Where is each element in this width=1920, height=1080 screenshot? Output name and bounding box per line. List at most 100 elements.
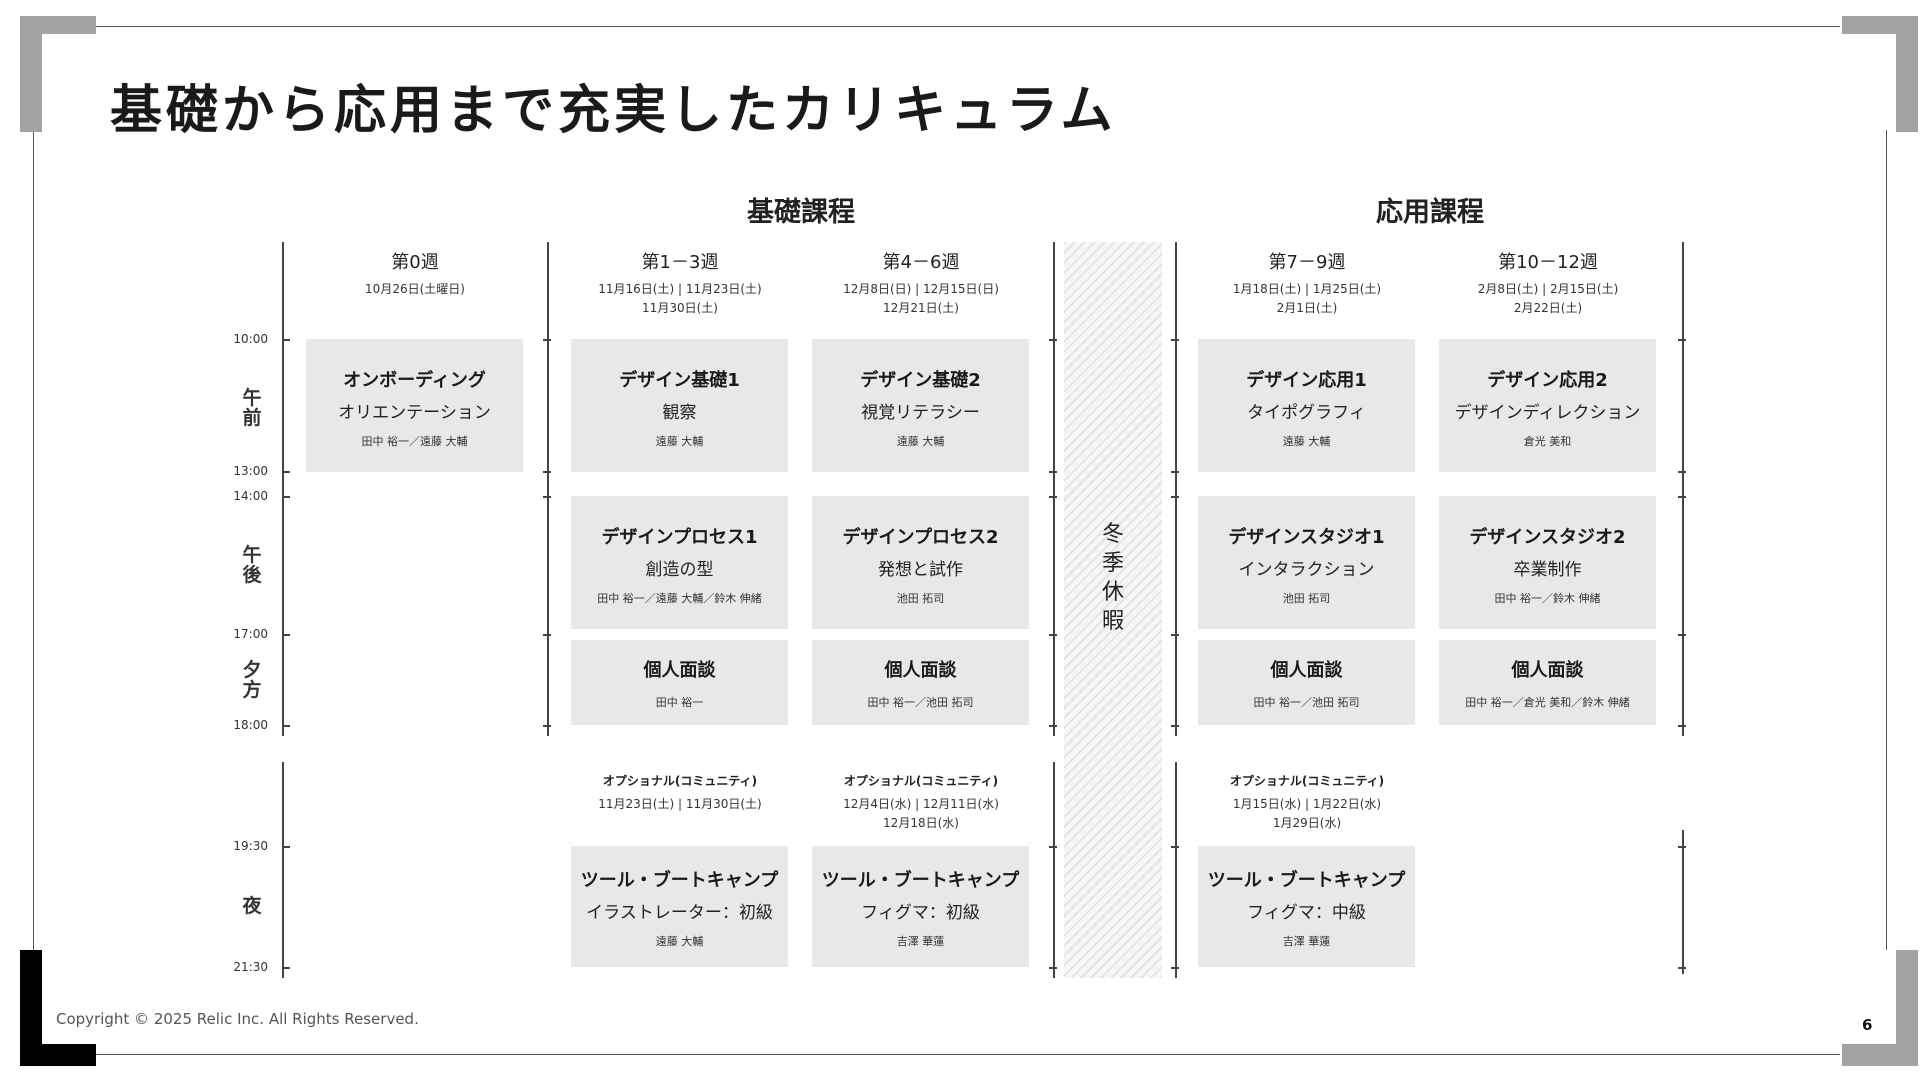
session-title: デザインスタジオ1 (1228, 527, 1385, 548)
session-card-design-basics-2[interactable]: デザイン基礎2 視覚リテラシー 遠藤 大輔 (812, 339, 1029, 472)
page-number: 6 (1862, 1016, 1873, 1034)
tick (1171, 496, 1179, 498)
week-dates: 10月26日(土曜日) (365, 282, 465, 296)
tick (1678, 967, 1686, 969)
tick (1678, 496, 1686, 498)
session-card-design-process-1[interactable]: デザインプロセス1 創造の型 田中 裕一／遠藤 大輔／鈴木 伸緒 (571, 496, 788, 629)
time-label-1400: 14:00 (233, 489, 268, 503)
session-subtitle: 卒業制作 (1513, 560, 1582, 580)
frame-right-line (1886, 130, 1887, 950)
week-dates: 2月8日(土) | 2月15日(土) (1477, 282, 1619, 296)
session-card-tool-bootcamp[interactable]: ツール・ブートキャンプ フィグマ：中級 吉澤 華蓮 (1198, 846, 1415, 967)
session-instructor: 遠藤 大輔 (655, 435, 704, 448)
session-instructor: 田中 裕一／倉光 美和／鈴木 伸緒 (1465, 696, 1630, 709)
session-instructor: 田中 裕一／池田 拓司 (867, 696, 974, 709)
applied-end-divider-upper (1682, 242, 1684, 736)
session-subtitle: 創造の型 (645, 560, 714, 580)
session-title: デザインプロセス1 (601, 527, 758, 548)
session-instructor: 倉光 美和 (1523, 435, 1572, 448)
session-card-interview[interactable]: 個人面談 田中 裕一 (571, 640, 788, 725)
time-label-2130: 21:30 (233, 960, 268, 974)
tick (282, 725, 290, 727)
week-dates: 11月30日(土) (642, 301, 718, 315)
session-card-tool-bootcamp[interactable]: ツール・ブートキャンプ フィグマ：初級 吉澤 華蓮 (812, 846, 1029, 967)
tick (1049, 725, 1057, 727)
session-instructor: 吉澤 華蓮 (896, 935, 945, 948)
frame-left-line (33, 130, 34, 950)
session-card-design-basics-1[interactable]: デザイン基礎1 観察 遠藤 大輔 (571, 339, 788, 472)
tick (282, 967, 290, 969)
tick (1678, 634, 1686, 636)
tick (543, 725, 551, 727)
tick (1171, 725, 1179, 727)
session-card-interview[interactable]: 個人面談 田中 裕一／池田 拓司 (1198, 640, 1415, 725)
week-header-1: 第1－3週 11月16日(土) | 11月23日(土) 11月30日(土) (571, 248, 789, 318)
session-title: デザイン応用2 (1487, 370, 1608, 391)
session-title: デザイン基礎2 (860, 370, 981, 391)
session-subtitle: 観察 (662, 403, 697, 423)
session-instructor: 遠藤 大輔 (1282, 435, 1331, 448)
session-card-interview[interactable]: 個人面談 田中 裕一／倉光 美和／鈴木 伸緒 (1439, 640, 1656, 725)
optional-dates: 1月15日(水) | 1月22日(水) (1232, 797, 1382, 811)
session-title: デザインプロセス2 (842, 527, 999, 548)
applied-start-divider-upper (1175, 242, 1177, 736)
session-card-onboarding[interactable]: オンボーディング オリエンテーション 田中 裕一／遠藤 大輔 (306, 339, 523, 472)
session-subtitle: イラストレーター：初級 (586, 903, 773, 923)
winter-break-char: 冬季休暇 (1101, 522, 1124, 634)
session-title: デザイン基礎1 (619, 370, 740, 391)
session-card-interview[interactable]: 個人面談 田中 裕一／池田 拓司 (812, 640, 1029, 725)
tick (1171, 471, 1179, 473)
tick (1171, 339, 1179, 341)
frame-top-line (95, 26, 1840, 27)
session-card-design-studio-1[interactable]: デザインスタジオ1 インタラクション 池田 拓司 (1198, 496, 1415, 629)
tick (543, 339, 551, 341)
optional-dates: 12月18日(水) (883, 816, 959, 830)
tick (1171, 846, 1179, 848)
week-header-3: 第7－9週 1月18日(土) | 1月25日(土) 2月1日(土) (1198, 248, 1416, 318)
week-title: 第10－12週 (1498, 252, 1598, 273)
corner-bottom-right-vertical (1896, 950, 1918, 1066)
session-card-design-studio-2[interactable]: デザインスタジオ2 卒業制作 田中 裕一／鈴木 伸緒 (1439, 496, 1656, 629)
tick (1049, 471, 1057, 473)
session-subtitle: オリエンテーション (338, 403, 491, 423)
tick (1049, 634, 1057, 636)
time-label-1930: 19:30 (233, 839, 268, 853)
session-title: 個人面談 (643, 660, 716, 681)
tick (543, 634, 551, 636)
frame-bottom-line (95, 1054, 1840, 1055)
week-dates: 2月22日(土) (1513, 301, 1583, 315)
optional-title: オプショナル(コミュニティ) (1229, 774, 1385, 788)
tick (1049, 339, 1057, 341)
tick (282, 471, 290, 473)
tick (1171, 634, 1179, 636)
session-instructor: 遠藤 大輔 (896, 435, 945, 448)
tick (1678, 471, 1686, 473)
time-label-1000: 10:00 (233, 332, 268, 346)
week-title: 第7－9週 (1268, 252, 1346, 273)
optional-header-3: オプショナル(コミュニティ) 1月15日(水) | 1月22日(水) 1月29日… (1198, 772, 1416, 833)
session-card-tool-bootcamp[interactable]: ツール・ブートキャンプ イラストレーター：初級 遠藤 大輔 (571, 846, 788, 967)
week-title: 第1－3週 (641, 252, 719, 273)
session-card-design-applied-2[interactable]: デザイン応用2 デザインディレクション 倉光 美和 (1439, 339, 1656, 472)
week-title: 第4－6週 (882, 252, 960, 273)
session-subtitle: 視覚リテラシー (861, 403, 980, 423)
session-subtitle: タイポグラフィ (1247, 403, 1366, 423)
week-header-0: 第0週 10月26日(土曜日) (306, 248, 524, 299)
winter-break-label: 冬季休暇 (1098, 520, 1128, 636)
timeline-axis-upper (282, 242, 284, 736)
session-subtitle: デザインディレクション (1454, 403, 1641, 423)
time-label-1300: 13:00 (233, 464, 268, 478)
tick (1678, 725, 1686, 727)
time-label-1700: 17:00 (233, 627, 268, 641)
session-title: デザインスタジオ2 (1469, 527, 1626, 548)
session-card-design-applied-1[interactable]: デザイン応用1 タイポグラフィ 遠藤 大輔 (1198, 339, 1415, 472)
section-basic-heading: 基礎課程 (747, 197, 855, 228)
page-title: 基礎から応用まで充実したカリキュラム (110, 81, 1117, 141)
session-title: ツール・ブートキャンプ (1207, 870, 1406, 891)
session-card-design-process-2[interactable]: デザインプロセス2 発想と試作 池田 拓司 (812, 496, 1029, 629)
tick (1049, 496, 1057, 498)
session-instructor: 田中 裕一／遠藤 大輔／鈴木 伸緒 (597, 592, 762, 605)
optional-dates: 12月4日(水) | 12月11日(水) (843, 797, 999, 811)
period-label-morning: 午前 (242, 387, 262, 429)
optional-title: オプショナル(コミュニティ) (602, 774, 758, 788)
